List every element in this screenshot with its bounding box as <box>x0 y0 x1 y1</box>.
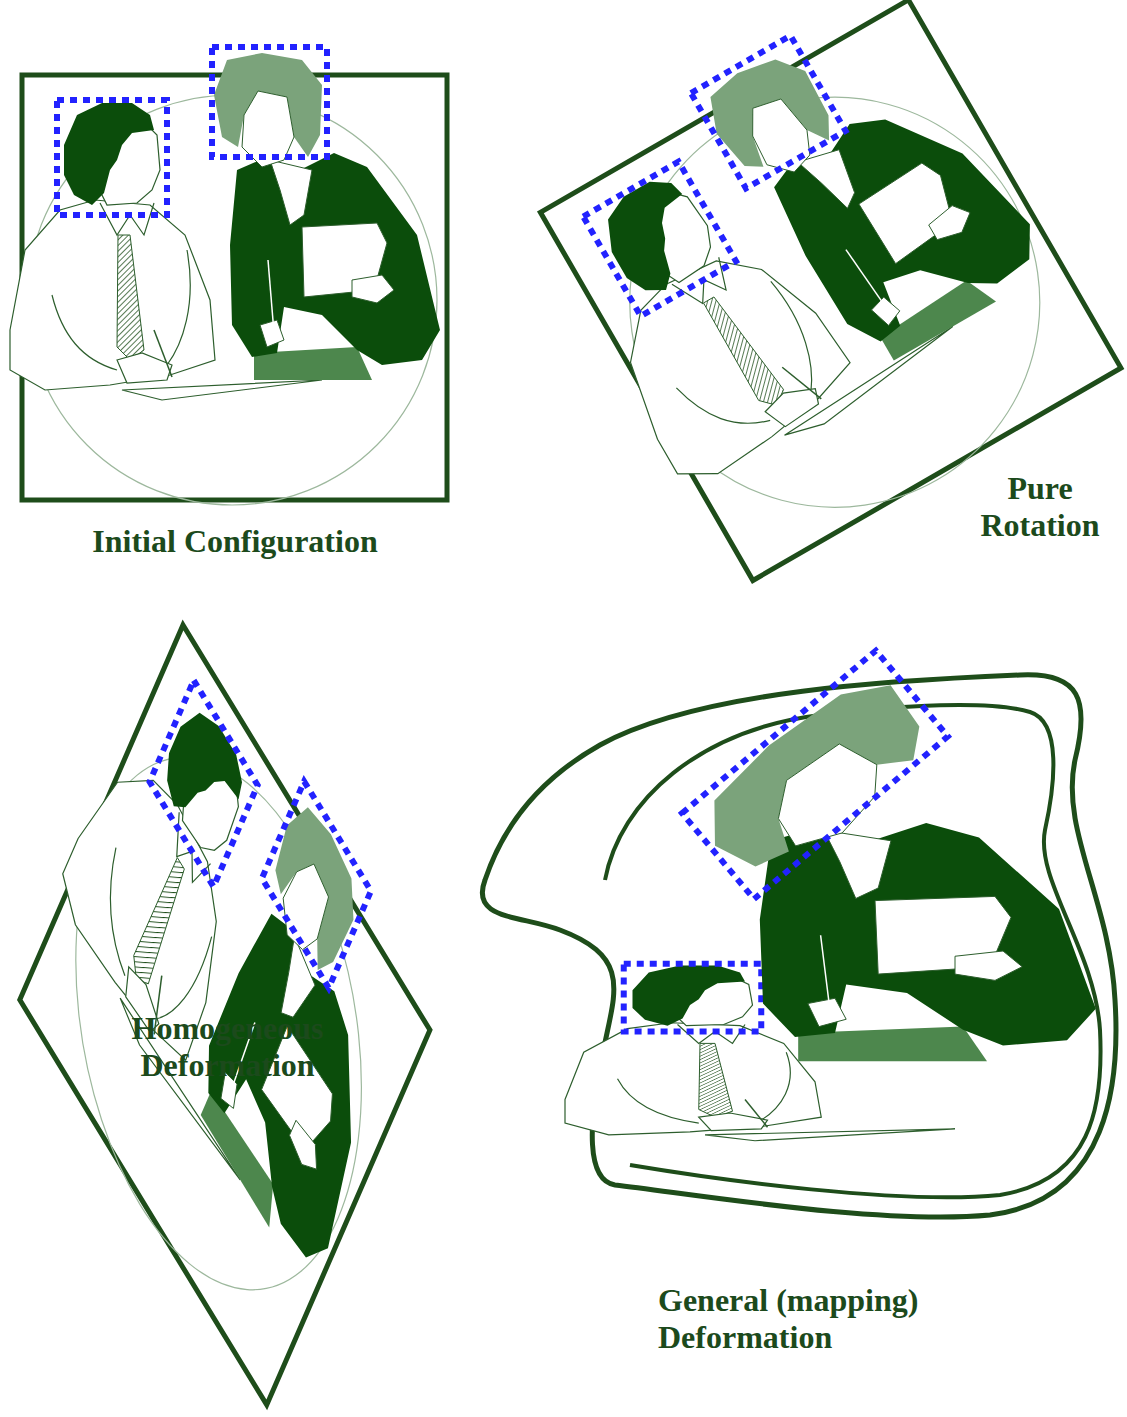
panel-caption: Homogeneous Deformation <box>90 1010 365 1084</box>
panel-caption: Pure Rotation <box>950 470 1127 544</box>
panel-caption: Initial Configuration <box>35 523 435 560</box>
woman-body <box>187 892 396 1292</box>
dashed-head-box <box>212 47 327 157</box>
initial-panel <box>10 47 447 505</box>
dashed-head-box <box>262 781 371 988</box>
woman-head <box>696 43 847 196</box>
stretched-woman-body <box>760 823 1096 1061</box>
dashed-head-box <box>624 964 762 1032</box>
woman-body <box>760 823 1096 1061</box>
dashed-head-box <box>682 651 948 899</box>
diamond-frame <box>20 625 430 1405</box>
homogeneous-panel <box>11 589 441 1409</box>
panel-caption: General (mapping) Deformation <box>658 1282 1003 1356</box>
general-panel <box>482 651 1116 1217</box>
stretched-woman-head <box>682 651 952 904</box>
dashed-head-box <box>150 680 258 886</box>
dashed-head-box <box>57 100 167 215</box>
woman-head <box>688 661 943 901</box>
dashed-head-box <box>583 162 736 317</box>
woman-body <box>230 153 440 380</box>
woman-head <box>214 53 322 167</box>
dashed-head-box <box>691 36 846 189</box>
